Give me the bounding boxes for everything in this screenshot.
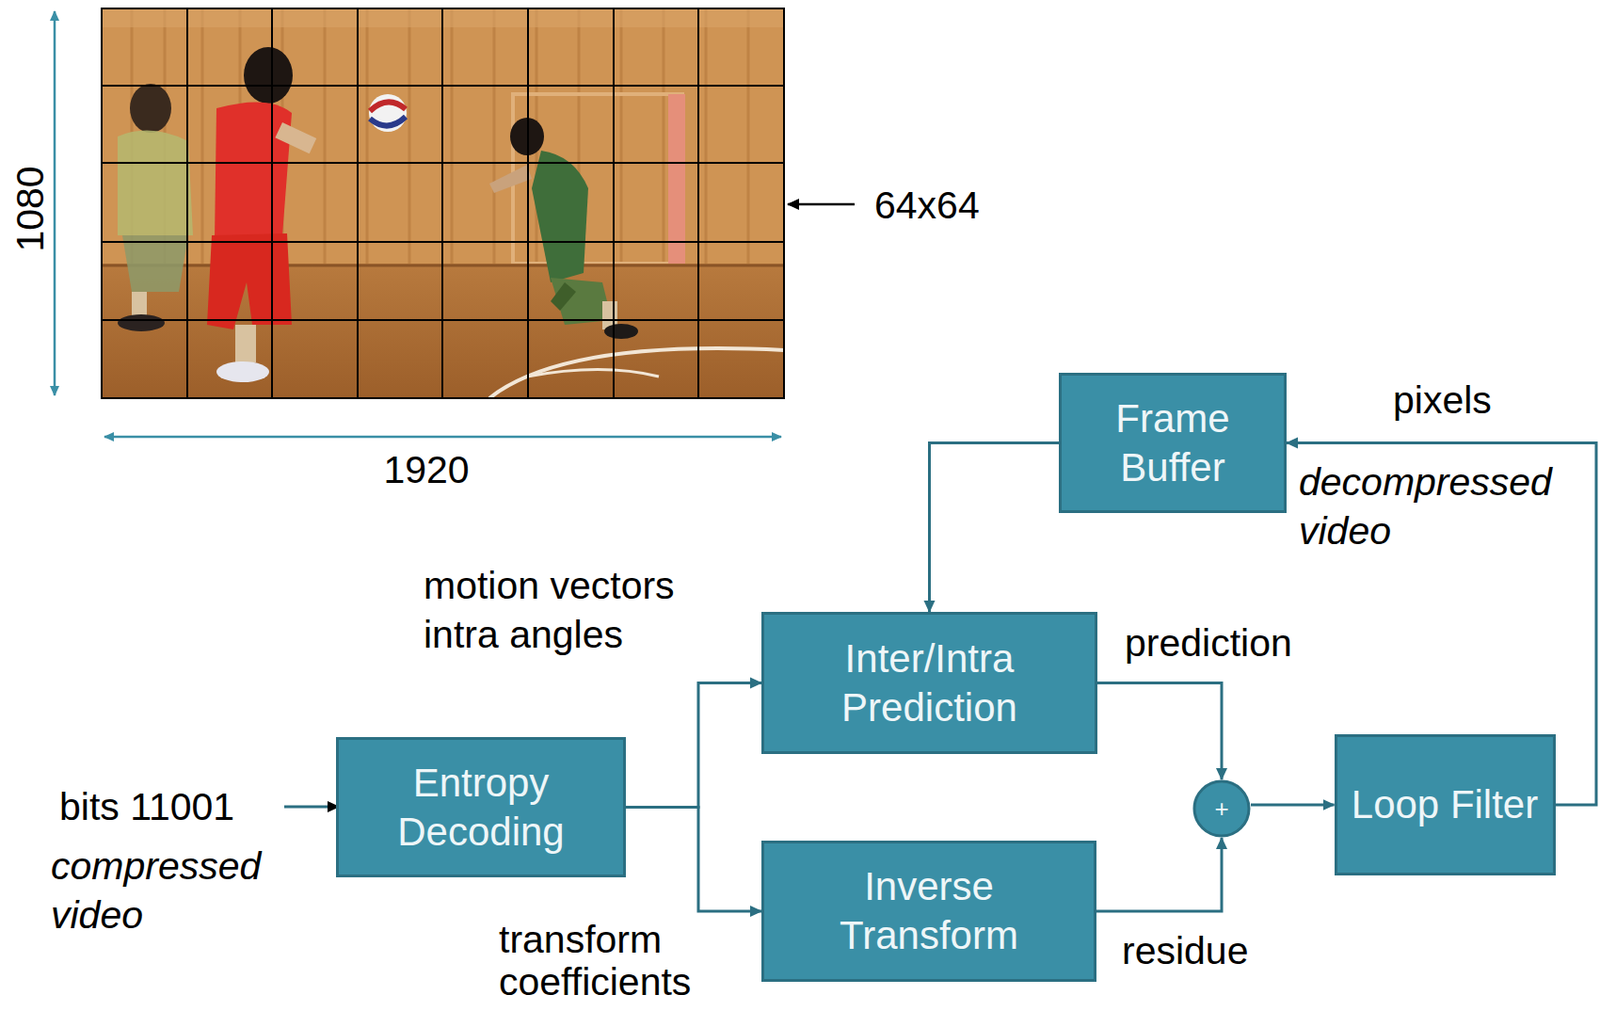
block-size-pointer	[787, 203, 855, 207]
node-label: Frame Buffer	[1061, 394, 1284, 493]
node-label: Inter/Intra Prediction	[764, 634, 1095, 733]
input-caption: compressed video	[50, 841, 277, 940]
edge-label: motion vectors intra angles	[423, 560, 706, 659]
flow-arrow	[1097, 683, 1222, 781]
adder-circle: +	[1192, 779, 1251, 838]
node-text-group: Inter/Intra Prediction	[764, 634, 1095, 733]
height-dimension-arrow	[53, 11, 57, 396]
node-text-group: +	[1214, 794, 1229, 823]
process-box: Entropy Decoding	[336, 736, 626, 878]
node-label: Inverse Transform	[764, 862, 1094, 960]
process-box: Inter/Intra Prediction	[761, 611, 1098, 754]
video-frame	[101, 8, 784, 399]
flow-arrow	[929, 443, 1060, 613]
buffer-box: Frame Buffer	[1058, 372, 1287, 513]
block-size-label: 64x64	[874, 180, 980, 230]
edge-label: pixels	[1392, 375, 1492, 425]
ctu-grid	[101, 8, 784, 399]
output-caption: decompressed video	[1298, 457, 1582, 556]
node-text-group: Loop Filter	[1342, 780, 1548, 830]
node-label: +	[1214, 794, 1229, 823]
flow-arrow	[625, 807, 762, 912]
node-text-group: Inverse Transform	[764, 862, 1094, 960]
dimension-label: 1080	[5, 165, 55, 252]
edge-label: transform coefficients	[498, 918, 744, 1004]
flow-arrow	[625, 683, 762, 808]
process-box: Inverse Transform	[761, 840, 1097, 982]
flow-arrow	[1096, 837, 1222, 912]
edge-label: prediction	[1124, 618, 1293, 668]
process-box: Loop Filter	[1334, 734, 1556, 876]
node-label: Entropy Decoding	[338, 758, 624, 857]
width-dimension-arrow	[104, 435, 782, 439]
node-text-group: Entropy Decoding	[338, 758, 624, 857]
input-label: bits 11001	[59, 782, 235, 832]
node-label: Loop Filter	[1342, 780, 1548, 830]
node-text-group: Frame Buffer	[1061, 394, 1284, 493]
input-arrow	[284, 805, 339, 809]
dimension-label: 1920	[383, 445, 469, 495]
edge-label: residue	[1121, 926, 1248, 976]
flow-arrow	[1250, 803, 1335, 807]
